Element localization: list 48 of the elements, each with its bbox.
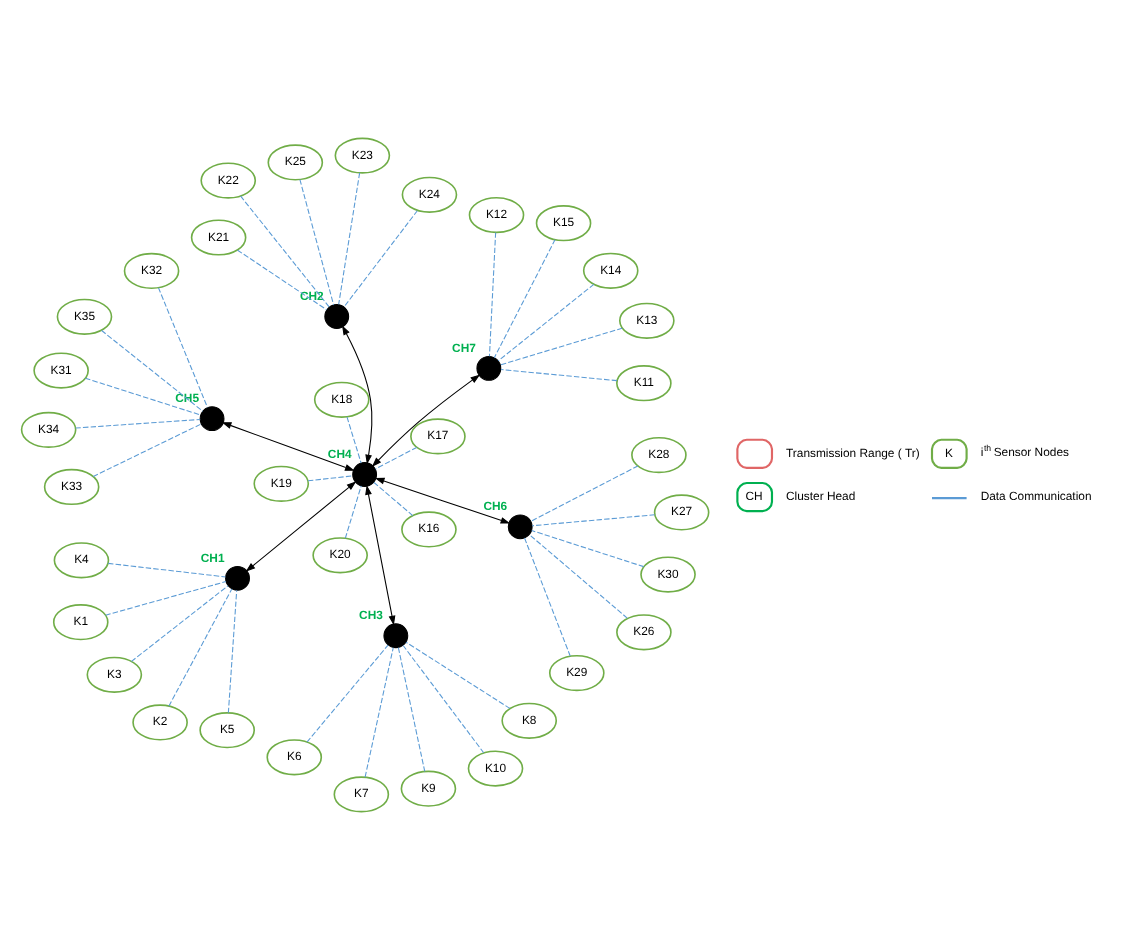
connector [500, 326, 623, 365]
connector [523, 536, 571, 656]
node-circle [199, 405, 225, 431]
connector [168, 587, 233, 706]
connector [364, 646, 394, 777]
connector [240, 194, 330, 307]
connector [397, 645, 426, 771]
arrow [342, 324, 373, 464]
connector [299, 178, 335, 305]
connector [101, 329, 204, 411]
connector [237, 248, 328, 310]
connector [306, 643, 389, 742]
node-circle [507, 513, 533, 539]
connector [488, 231, 497, 356]
connector [493, 238, 556, 358]
arrow [374, 476, 511, 523]
connector [227, 588, 238, 713]
connector [307, 474, 354, 481]
connector [529, 533, 628, 618]
connector [373, 480, 414, 516]
connector [531, 513, 656, 526]
arrow [245, 480, 357, 571]
connector [92, 422, 202, 476]
connector [530, 464, 639, 521]
connector [75, 417, 201, 428]
arrow [365, 484, 396, 625]
connector [344, 484, 362, 538]
node-circle [383, 622, 409, 648]
connector [497, 282, 595, 361]
connector [346, 415, 362, 463]
node-circle [324, 303, 350, 328]
arrow [221, 421, 355, 470]
connector [405, 640, 511, 708]
node-circle [225, 564, 250, 590]
connector [338, 171, 361, 304]
connector [343, 209, 418, 307]
connector [500, 368, 618, 381]
connector [531, 529, 645, 567]
connector [130, 584, 229, 661]
node-circle [352, 461, 378, 486]
node-circle [476, 354, 502, 380]
connector [374, 445, 418, 469]
connector [157, 286, 208, 407]
connector [105, 580, 227, 615]
connector [84, 376, 202, 415]
arrow [371, 373, 481, 466]
connector [107, 561, 227, 577]
connector [402, 643, 485, 753]
